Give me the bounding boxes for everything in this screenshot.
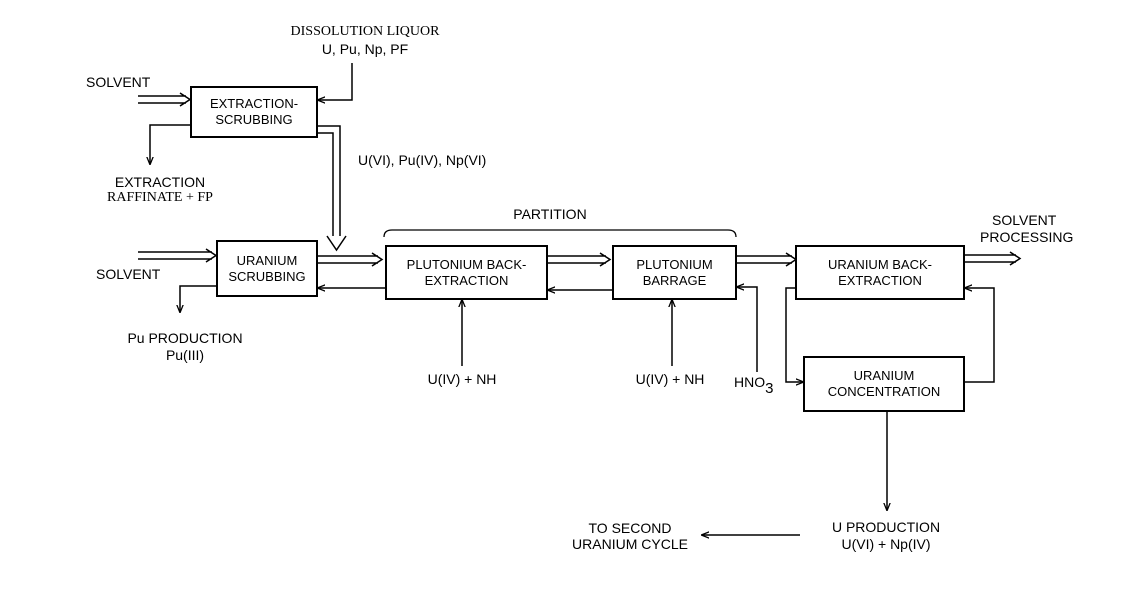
uranium-scrubbing-box: URANIUM SCRUBBING bbox=[216, 240, 318, 297]
box-label-line: EXTRACTION bbox=[424, 272, 509, 288]
extraction-raffinate-label: EXTRACTION bbox=[114, 174, 206, 190]
pbe-to-barrage-arrow bbox=[548, 252, 612, 267]
concentration-to-ube-arrow bbox=[965, 288, 995, 383]
box-label-line: EXTRACTION- bbox=[209, 96, 299, 111]
partition-brace bbox=[383, 229, 737, 238]
hno3-arrow bbox=[737, 287, 758, 372]
reagent-1-label: U(IV) + NH bbox=[427, 371, 497, 387]
barrage-to-ube-arrow bbox=[737, 252, 798, 267]
dissolution-species-label: U, Pu, Np, PF bbox=[321, 41, 409, 57]
box-label-line: URANIUM bbox=[853, 368, 915, 383]
plutonium-barrage-box: PLUTONIUM BARRAGE bbox=[612, 245, 737, 300]
hno3-label: HNO3 bbox=[734, 374, 773, 397]
dissolution-feed-arrow bbox=[318, 63, 353, 100]
hno3-subscript: 3 bbox=[765, 380, 774, 397]
box-label-line: URANIUM BACK- bbox=[827, 256, 932, 272]
solvent-processing-label-1: SOLVENT bbox=[992, 212, 1057, 228]
box-label-line: EXTRACTION bbox=[838, 272, 922, 288]
pu-iii-label: Pu(III) bbox=[165, 347, 205, 363]
box-label-line: URANIUM bbox=[236, 252, 298, 268]
partition-label: PARTITION bbox=[513, 206, 587, 222]
to-second-cycle-label-2: URANIUM CYCLE bbox=[572, 536, 688, 552]
solvent-processing-label-2: PROCESSING bbox=[980, 229, 1074, 245]
solvent-mid-arrow bbox=[138, 248, 218, 263]
solvent-mid-label: SOLVENT bbox=[96, 266, 161, 282]
reagent-2-label: U(IV) + NH bbox=[635, 371, 705, 387]
stream-species-label: U(VI), Pu(IV), Np(VI) bbox=[358, 152, 487, 168]
dissolution-liquor-label: DISSOLUTION LIQUOR bbox=[290, 24, 440, 39]
u-production-label: U PRODUCTION bbox=[831, 519, 941, 535]
solvent-top-label: SOLVENT bbox=[86, 74, 151, 90]
solvent-top-arrow bbox=[138, 92, 192, 107]
pu-production-label: Pu PRODUCTION bbox=[127, 330, 243, 346]
extraction-scrubbing-box: EXTRACTION- SCRUBBING bbox=[190, 86, 318, 138]
raffinate-fp-label: RAFFINATE + FP bbox=[107, 190, 213, 205]
u-production-species-label: U(VI) + Np(IV) bbox=[841, 536, 931, 552]
box-label-line: BARRAGE bbox=[642, 272, 707, 288]
uranium-concentration-box: URANIUM CONCENTRATION bbox=[803, 356, 965, 412]
ube-to-processing-arrow bbox=[963, 251, 1022, 266]
box-label-line: PLUTONIUM BACK- bbox=[406, 256, 527, 272]
raffinate-arrow bbox=[150, 124, 190, 164]
box-label-line: PLUTONIUM bbox=[636, 256, 713, 272]
loaded-solvent-arrow bbox=[318, 125, 347, 252]
plutonium-back-extraction-box: PLUTONIUM BACK- EXTRACTION bbox=[385, 245, 548, 300]
box-label-line: SCRUBBING bbox=[215, 112, 293, 127]
box-label-line: CONCENTRATION bbox=[827, 384, 941, 399]
uranium-back-extraction-box: URANIUM BACK- EXTRACTION bbox=[795, 245, 965, 300]
hno3-main: HNO bbox=[734, 374, 766, 390]
box-label-line: SCRUBBING bbox=[228, 268, 306, 284]
to-second-cycle-label-1: TO SECOND bbox=[588, 520, 672, 536]
scrub-to-pbe-arrow bbox=[318, 252, 384, 267]
pu-production-arrow bbox=[180, 285, 216, 312]
ube-to-concentration-arrow bbox=[785, 287, 803, 382]
